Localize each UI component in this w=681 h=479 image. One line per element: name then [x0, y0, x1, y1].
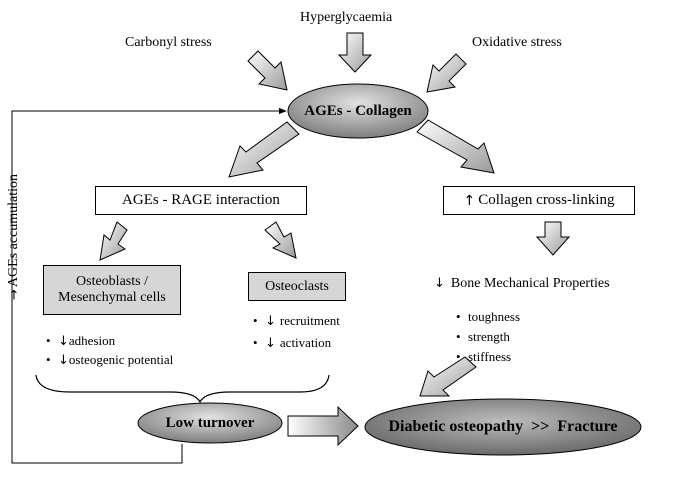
bone-prop-text: stiffness [468, 349, 512, 364]
bone-props-title-text: Bone Mechanical Properties [450, 276, 610, 291]
feedback-loop-line [11, 107, 287, 464]
bullet-icon: • [456, 349, 461, 364]
effect-text: adhesion [68, 333, 116, 348]
osteoclast-effect-recruitment: • ↓recruitment [253, 313, 340, 330]
down-arrow-icon: ↓ [434, 276, 445, 291]
arrow-to-crosslinking [416, 119, 495, 174]
osteoblast-effect-adhesion: • ↓adhesion [46, 333, 115, 350]
label-oxidative-stress: Oxidative stress [472, 35, 562, 50]
arrow-to-osteoclasts [264, 221, 297, 259]
up-arrow-icon: ↑ [8, 288, 20, 304]
arrow-to-bone-props [535, 221, 571, 256]
ages-collagen-label: AGEs - Collagen [304, 102, 412, 119]
effect-text: activation [279, 335, 332, 350]
bullet-icon: • [456, 309, 461, 324]
osteoblasts-label-line1: Osteoblasts / [76, 274, 148, 289]
bullet-icon: • [456, 329, 461, 344]
rage-interaction-label: AGEs - RAGE interaction [122, 192, 280, 208]
bone-prop-stiffness: • stiffness [456, 349, 511, 365]
osteoclast-effect-activation: • ↓activation [253, 335, 331, 352]
bone-prop-toughness: • toughness [456, 309, 520, 325]
label-hyperglycaemia: Hyperglycaemia [300, 10, 393, 25]
feedback-label-text: AGEs accumulation [6, 173, 21, 288]
crosslinking-box: ↑ Collagen cross-linking [443, 186, 635, 215]
arrow-hyperglycaemia [337, 32, 373, 73]
crosslinking-label: Collagen cross-linking [478, 192, 615, 208]
low-turnover-label: Low turnover [165, 414, 255, 431]
ages-collagen-oval [287, 83, 429, 139]
arrow-to-osteoblasts [99, 221, 128, 261]
bullet-icon: • [46, 352, 51, 367]
effects-brace [35, 374, 330, 404]
down-arrow-icon: ↓ [265, 336, 276, 351]
down-arrow-icon: ↓ [58, 353, 69, 368]
arrow-to-outcome-horizontal [287, 405, 359, 447]
effect-text: osteogenic potential [68, 352, 174, 367]
down-arrow-icon: ↓ [265, 314, 276, 329]
bone-prop-text: toughness [468, 309, 520, 324]
osteoclasts-label: Osteoclasts [265, 278, 329, 294]
bullet-icon: • [253, 313, 258, 328]
osteoclasts-box: Osteoclasts [248, 272, 346, 301]
effect-text: recruitment [279, 313, 340, 328]
bone-props-title: ↓ Bone Mechanical Properties [434, 276, 610, 292]
bone-prop-strength: • strength [456, 329, 510, 345]
bone-prop-text: strength [468, 329, 510, 344]
up-arrow-icon: ↑ [463, 192, 476, 209]
arrow-oxidative-stress [426, 53, 467, 93]
arrow-to-outcome [419, 356, 477, 397]
label-carbonyl-stress: Carbonyl stress [125, 35, 212, 50]
feedback-label: ↑AGEs accumulation [6, 173, 22, 304]
rage-interaction-box: AGEs - RAGE interaction [95, 186, 307, 215]
osteoblasts-label-line2: Mesenchymal cells [58, 290, 166, 305]
arrow-to-rage [228, 121, 300, 178]
bullet-icon: • [253, 335, 258, 350]
bullet-icon: • [46, 333, 51, 348]
outcome-label: Diabetic osteopathy >> Fracture [388, 418, 618, 435]
arrow-carbonyl-stress [247, 50, 288, 91]
osteoblast-effect-osteogenic: • ↓osteogenic potential [46, 352, 173, 369]
down-arrow-icon: ↓ [58, 334, 69, 349]
outcome-oval [364, 398, 642, 456]
low-turnover-oval [137, 402, 283, 444]
osteoblasts-box: Osteoblasts / Mesenchymal cells [43, 265, 181, 315]
